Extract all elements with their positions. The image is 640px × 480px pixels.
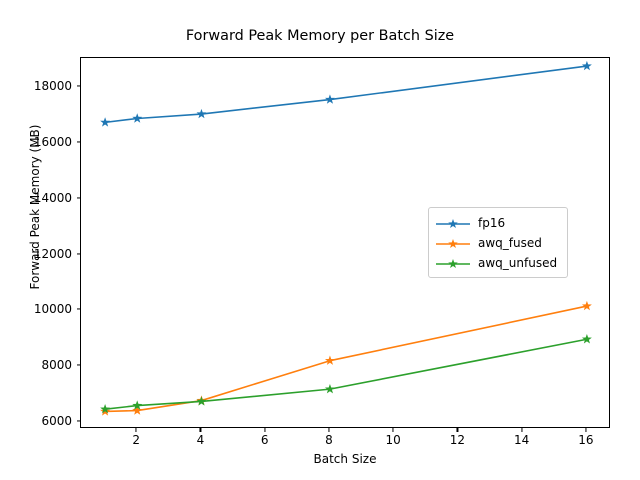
y-axis-tick-label: 16000	[33, 135, 72, 149]
legend-item-fp16[interactable]: fp16	[435, 213, 561, 233]
data-point-marker	[581, 60, 592, 71]
x-axis-tick-mark	[199, 428, 201, 432]
x-axis-tick-label: 10	[385, 433, 401, 447]
x-axis-label: Batch Size	[313, 452, 377, 466]
x-axis-tick-mark	[456, 428, 458, 432]
legend-label: fp16	[478, 216, 506, 230]
x-axis-tick-label: 2	[132, 433, 141, 447]
chart-title: Forward Peak Memory per Batch Size	[185, 28, 455, 44]
series-awq_unfused	[100, 334, 592, 414]
data-point-marker	[324, 355, 335, 365]
data-point-marker	[196, 108, 207, 119]
series-line	[104, 305, 588, 413]
y-axis-tick-label: 6000	[41, 413, 72, 428]
legend-label: awq_fused	[478, 236, 542, 250]
chart-legend: fp16 awq_fused awq_unfused	[428, 207, 568, 278]
plot-series-svg	[100, 60, 592, 416]
y-axis-tick-mark	[76, 197, 80, 199]
data-point-marker	[100, 404, 111, 414]
x-axis-tick-mark	[328, 428, 330, 432]
x-axis-tick-mark	[264, 428, 266, 432]
y-axis-tick-label: 12000	[33, 246, 72, 261]
series-awq_fused	[100, 300, 592, 416]
x-axis-tick-label: 12	[449, 433, 466, 447]
series-fp16	[100, 60, 592, 127]
y-axis-label: Forward Peak Memory (MB)	[28, 124, 42, 290]
x-axis-tick-label: 14	[514, 433, 530, 447]
x-axis-tick-mark	[521, 428, 523, 432]
data-point-marker	[100, 117, 111, 127]
data-point-marker	[132, 113, 143, 123]
x-axis-tick-mark	[135, 428, 137, 432]
data-point-marker	[132, 405, 143, 415]
y-axis-tick-label: 18000	[33, 79, 72, 94]
data-point-marker	[581, 334, 592, 344]
data-point-marker	[324, 383, 335, 394]
legend-line-marker-icon	[435, 256, 471, 270]
x-axis-tick-mark	[585, 428, 587, 432]
data-point-marker	[324, 94, 335, 104]
series-line	[104, 65, 588, 124]
y-axis-tick-mark	[76, 252, 80, 255]
y-axis-tick-label: 10000	[33, 302, 72, 317]
y-axis-tick-mark	[76, 364, 80, 366]
y-axis-tick-mark	[76, 85, 80, 87]
data-point-marker	[132, 400, 143, 410]
y-axis-tick-label: 8000	[41, 358, 72, 372]
y-axis-tick-mark	[76, 420, 80, 422]
legend-line-marker-icon	[435, 216, 471, 230]
legend-line-marker-icon	[435, 236, 471, 250]
legend-label: awq_unfused	[478, 256, 558, 270]
data-point-marker	[196, 396, 207, 406]
x-axis-tick-label: 6	[260, 433, 269, 447]
data-point-marker	[581, 300, 592, 311]
series-line	[104, 338, 588, 411]
x-axis-tick-label: 4	[196, 433, 205, 447]
x-axis-tick-label: 8	[325, 433, 333, 447]
y-axis-tick-mark	[76, 308, 80, 310]
legend-item-awq_unfused[interactable]: awq_unfused	[435, 253, 561, 273]
x-axis-tick-label: 16	[578, 433, 594, 447]
plot-area	[80, 57, 610, 428]
y-axis-tick-mark	[76, 141, 80, 143]
y-axis-tick-label: 14000	[33, 190, 72, 205]
legend-item-awq_fused[interactable]: awq_fused	[435, 233, 561, 253]
x-axis-tick-mark	[392, 428, 394, 432]
